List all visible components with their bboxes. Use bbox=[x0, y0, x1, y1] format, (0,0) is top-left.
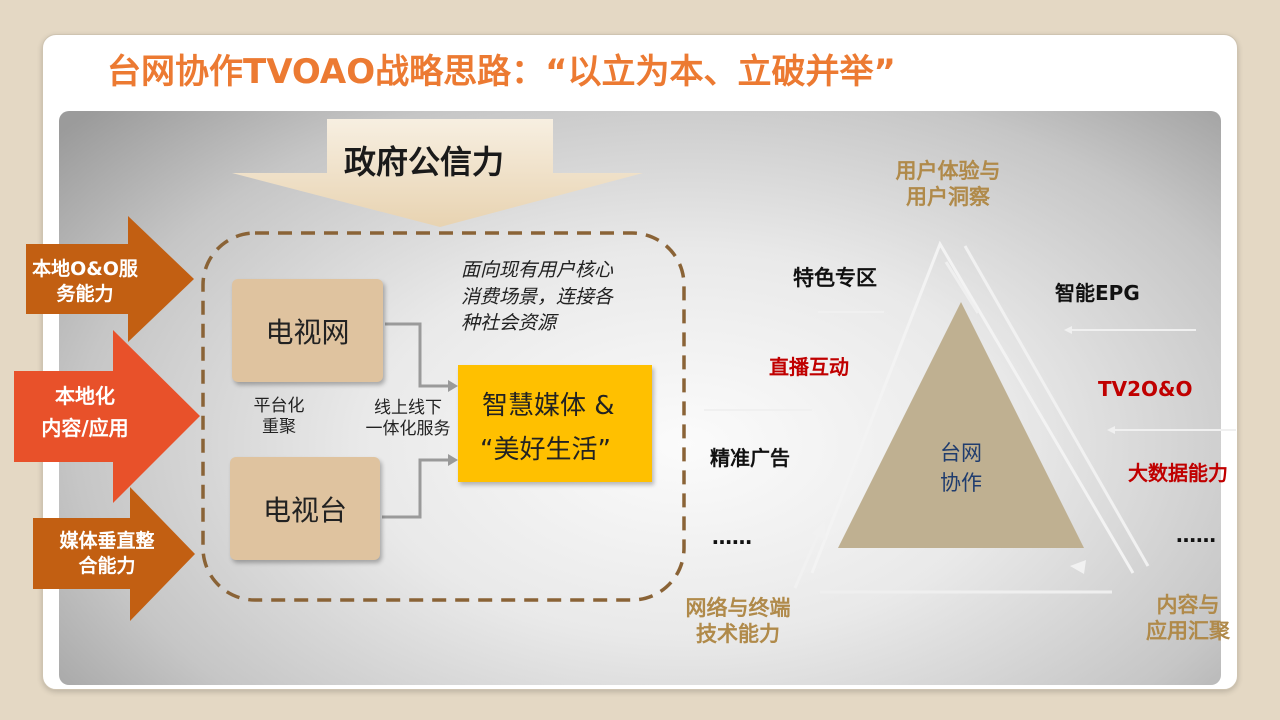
left-arrow-2-shape bbox=[14, 330, 200, 503]
left-arrow-2-line1: 本地化 bbox=[55, 384, 115, 408]
triangle-center-label: 台网 协作 bbox=[921, 438, 1001, 499]
left-arrow-3-shape bbox=[33, 487, 195, 621]
dashed-container bbox=[201, 231, 686, 602]
cycle-line-left bbox=[793, 529, 822, 589]
gov-credibility-label: 政府公信力 bbox=[344, 143, 505, 181]
flow-line-epg-head bbox=[1064, 326, 1072, 334]
cycle-arrowhead-bottom bbox=[1070, 560, 1086, 574]
content-aggregation-line1: 内容与 bbox=[1156, 593, 1220, 617]
triangle-center-line2: 协作 bbox=[940, 471, 982, 496]
tv-station-label: 电视台 bbox=[262, 493, 347, 527]
smart-media-box: 智慧媒体 & “美好生活” bbox=[458, 365, 652, 482]
connector-bottom bbox=[382, 458, 448, 519]
cycle-arrowhead-left bbox=[812, 522, 826, 540]
content-aggregation-label: 内容与 应用汇聚 bbox=[1128, 592, 1248, 645]
left-arrow-2-line2: 内容/应用 bbox=[41, 416, 129, 440]
tv-station-box: 电视台 bbox=[230, 457, 380, 560]
platform-note: 平台化 重聚 bbox=[240, 396, 318, 439]
tv-network-box: 电视网 bbox=[232, 279, 383, 382]
user-insight-line2: 用户洞察 bbox=[906, 185, 990, 210]
connector-top bbox=[385, 322, 448, 388]
cycle-line-top bbox=[944, 261, 980, 314]
smart-media-line2: “美好生活” bbox=[480, 435, 611, 465]
online-note-line1: 线上线下 bbox=[374, 398, 442, 418]
network-terminal-line1: 网络与终端 bbox=[685, 596, 791, 620]
precision-ads-label: 精准广告 bbox=[710, 446, 790, 470]
connector-bottom-head bbox=[448, 454, 458, 466]
smart-epg-label: 智能EPG bbox=[1055, 281, 1140, 305]
scene-note-line3: 种社会资源 bbox=[461, 312, 557, 335]
platform-note-line1: 平台化 bbox=[253, 396, 305, 416]
online-offline-note: 线上线下 一体化服务 bbox=[354, 398, 462, 441]
tv2oo-label: TV2O&O bbox=[1098, 377, 1193, 401]
cycle-line-right-outer bbox=[963, 245, 1150, 567]
left-arrow-1-label: 本地O&O服 务能力 bbox=[30, 257, 140, 306]
online-note-line2: 一体化服务 bbox=[365, 419, 451, 440]
network-terminal-label: 网络与终端 技术能力 bbox=[663, 595, 813, 648]
left-arrow-3-label: 媒体垂直整 合能力 bbox=[42, 529, 172, 578]
connector-top-head bbox=[448, 380, 458, 392]
center-triangle bbox=[838, 302, 1084, 548]
user-insight-label: 用户体验与 用户洞察 bbox=[873, 158, 1023, 211]
scene-note-line2: 消费场景，连接各 bbox=[461, 285, 614, 308]
cycle-triangle-outline bbox=[810, 240, 1135, 574]
tv-network-label: 电视网 bbox=[265, 315, 350, 349]
left-arrow-1-line2: 务能力 bbox=[56, 282, 114, 305]
content-aggregation-line2: 应用汇聚 bbox=[1146, 619, 1230, 644]
left-ellipsis: …… bbox=[712, 525, 752, 549]
scene-note: 面向现有用户核心 消费场景，连接各 种社会资源 bbox=[461, 257, 613, 337]
user-insight-line1: 用户体验与 bbox=[895, 159, 1001, 183]
smart-media-line1: 智慧媒体 & bbox=[482, 391, 615, 421]
platform-note-line2: 重聚 bbox=[262, 417, 296, 438]
live-interaction-label: 直播互动 bbox=[769, 355, 849, 379]
left-arrow-1-line1: 本地O&O服 bbox=[32, 258, 138, 280]
slide-title: 台网协作TVOAO战略思路：“以立为本、立破并举” bbox=[107, 52, 896, 92]
right-ellipsis: …… bbox=[1176, 523, 1216, 547]
special-zone-label: 特色专区 bbox=[793, 266, 877, 290]
left-arrow-3-line2: 合能力 bbox=[78, 554, 136, 577]
big-data-label: 大数据能力 bbox=[1128, 461, 1228, 485]
flow-line-data-head bbox=[1107, 426, 1115, 434]
triangle-center-line1: 台网 bbox=[940, 441, 982, 465]
scene-note-line1: 面向现有用户核心 bbox=[461, 259, 614, 281]
left-arrow-3-line1: 媒体垂直整 bbox=[59, 530, 155, 552]
down-arrow-shape bbox=[232, 119, 643, 227]
left-arrow-2-label: 本地化 内容/应用 bbox=[18, 380, 152, 444]
network-terminal-line2: 技术能力 bbox=[696, 622, 780, 647]
left-arrow-1-shape bbox=[26, 216, 194, 342]
